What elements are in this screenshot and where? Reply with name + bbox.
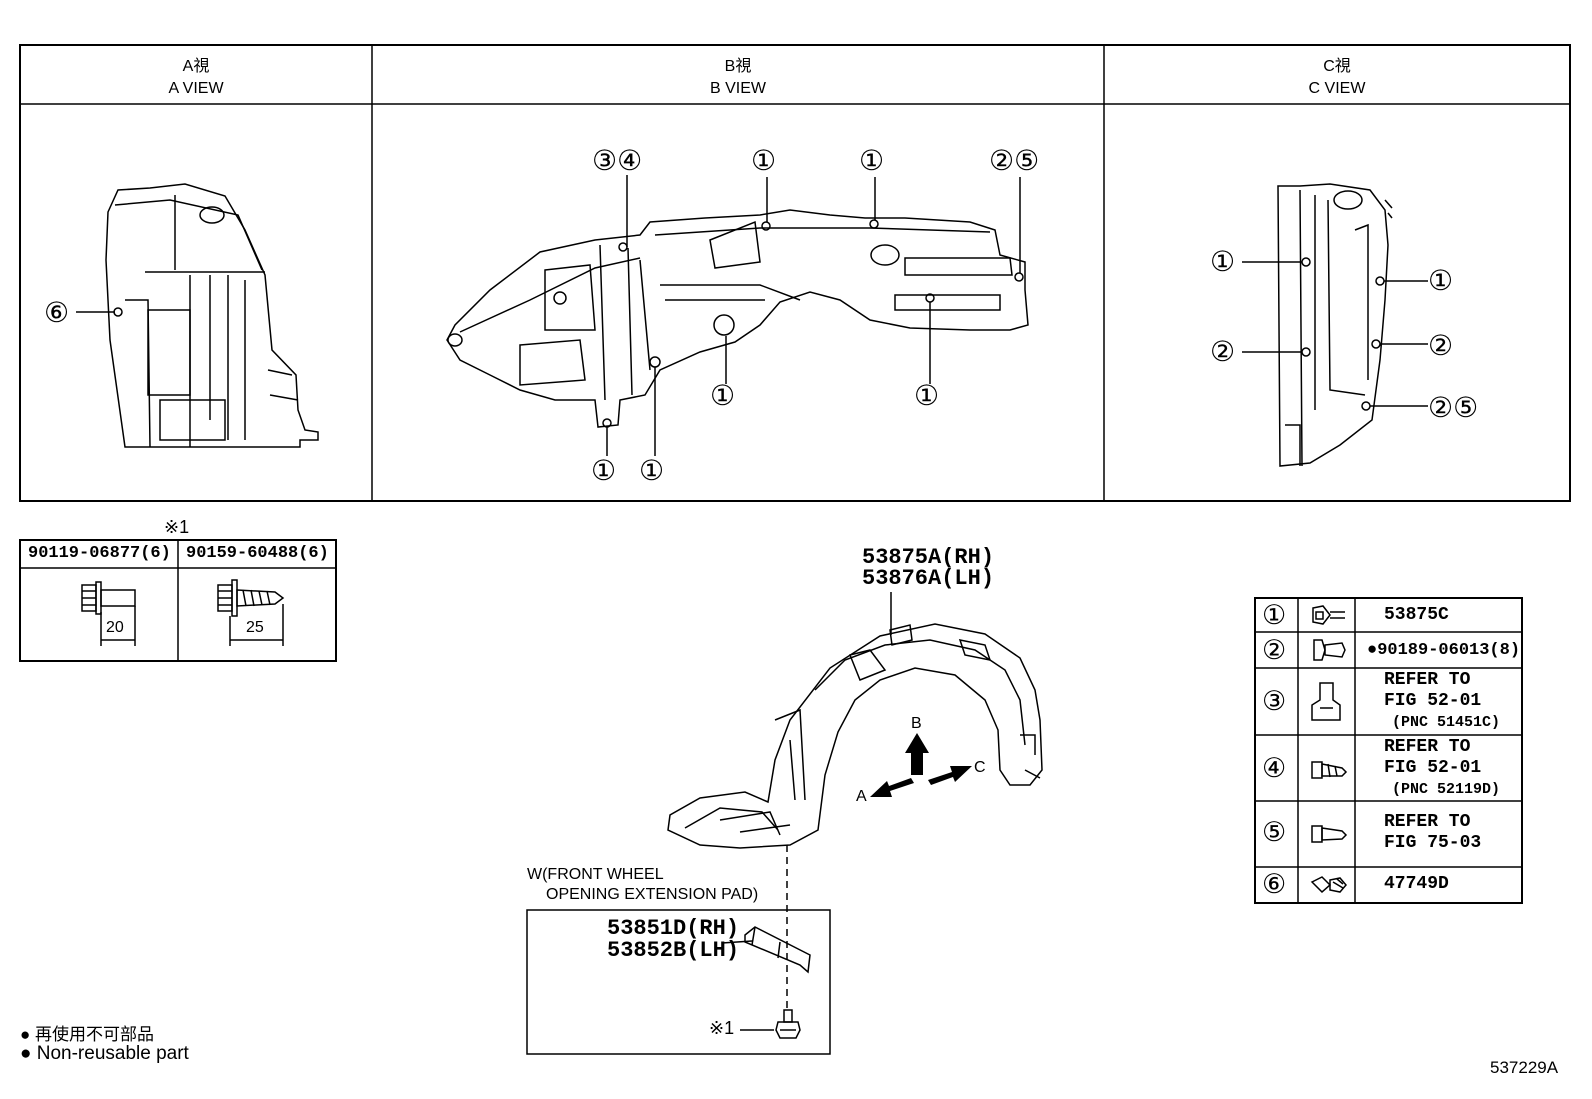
pad-part-lh: 53852B(LH) (607, 938, 740, 963)
pad-bolt-note: ※1 (709, 1018, 735, 1038)
a-view-liner-drawing (105, 183, 319, 448)
legend-text-5-line2: FIG 75-03 (1384, 833, 1482, 853)
legend-num-6: ⑥ (1262, 869, 1287, 899)
pad-label-line2: OPENING EXTENSION PAD) (546, 886, 759, 903)
callout-b-1-mid-b: ① (914, 380, 940, 411)
callout-c-1-left: ① (1210, 246, 1236, 277)
pad-bolt-drawing (775, 1009, 801, 1039)
callout-c-25-right: ②⑤ (1428, 392, 1479, 423)
legend-num-4: ④ (1262, 753, 1287, 783)
b-view-header: B視 B VIEW (372, 56, 1104, 100)
callout-c-2-left: ② (1210, 336, 1236, 367)
legend-text-5-line1: REFER TO (1384, 812, 1471, 832)
main-part-rh: 53875A(RH) (862, 545, 995, 570)
b-view-en-label: B VIEW (709, 80, 766, 97)
legend-text-2: ●90189-06013(8) (1367, 641, 1521, 660)
arrow-c (928, 766, 972, 785)
b-view-liner-drawing (446, 209, 1029, 428)
b-view-holes (602, 219, 1024, 428)
fastener-part-2: 90159-60488(6) (186, 544, 329, 563)
callout-b-1-mid-a: ① (710, 380, 736, 411)
c-view-en-label: C VIEW (1308, 80, 1366, 97)
c-view-header: C視 C VIEW (1104, 56, 1570, 100)
c-view-leaders (1242, 261, 1428, 407)
callout-b-1-top-b: ① (859, 145, 885, 176)
footnote-jp: ● 再使用不可部品 (20, 1025, 154, 1044)
fastener-dim-1: 20 (106, 619, 124, 636)
push-clip-icon (1313, 639, 1346, 661)
callout-c-2-right: ② (1428, 330, 1454, 361)
extension-pad-drawing (744, 926, 811, 974)
tapping-screw-drawing (217, 579, 285, 646)
b-view-jp-label: B視 (724, 58, 752, 75)
legend-text-4-line3: (PNC 52119D) (1392, 781, 1501, 798)
diagram-id: 537229A (1490, 1058, 1559, 1077)
flange-bolt-drawing (81, 581, 136, 646)
legend-text-4-line2: FIG 52-01 (1384, 758, 1482, 778)
pad-part-rh: 53851D(RH) (607, 916, 740, 941)
arrow-b (905, 733, 929, 775)
callout-b-1-bottom-a: ① (591, 455, 617, 486)
fastener-part-1: 90119-06877(6) (28, 544, 171, 563)
arrow-label-a: A (856, 788, 867, 805)
legend-text-3-line2: FIG 52-01 (1384, 691, 1482, 711)
legend-num-5: ⑤ (1262, 817, 1287, 847)
legend-text-3-line1: REFER TO (1384, 670, 1471, 690)
pad-box (526, 909, 831, 1055)
legend-num-3: ③ (1262, 686, 1287, 716)
screw-icon-5 (1311, 825, 1348, 843)
a-view-header: A視 A VIEW (20, 56, 372, 100)
legend-text-4-line1: REFER TO (1384, 737, 1471, 757)
fastener-table-lines (19, 539, 337, 662)
arrow-label-b: B (911, 715, 922, 732)
c-view-liner-drawing (1277, 183, 1393, 467)
pad-label-leader (721, 940, 753, 944)
callout-c-1-right: ① (1428, 265, 1454, 296)
legend-text-3-line3: (PNC 51451C) (1392, 714, 1501, 731)
screw-icon-4 (1311, 761, 1348, 779)
fastener-note: ※1 (164, 517, 190, 537)
callout-b-1-bottom-b: ① (639, 455, 665, 486)
c-view-jp-label: C視 (1323, 58, 1351, 75)
clip-icon (1312, 605, 1345, 625)
view-arrows (870, 733, 972, 797)
legend-num-1: ① (1262, 600, 1287, 630)
nut-clip-icon (1311, 682, 1341, 721)
main-part-lh: 53876A(LH) (862, 566, 995, 591)
views-frame (19, 44, 1571, 502)
a-view-en-label: A VIEW (168, 80, 224, 97)
callout-b-1-top-a: ① (751, 145, 777, 176)
b-view-leaders (606, 175, 1021, 456)
a-view-jp-label: A視 (182, 58, 210, 75)
arrow-a (870, 778, 914, 797)
fastener-dim-2: 25 (246, 619, 264, 636)
arrow-label-c: C (974, 759, 986, 776)
grommet-icon (1310, 876, 1347, 894)
fender-liner-drawing (667, 623, 1043, 849)
callout-b-25: ②⑤ (989, 145, 1040, 176)
callout-a-6: ⑥ (44, 297, 70, 328)
legend-num-2: ② (1262, 635, 1287, 665)
footnote-en: ● Non-reusable part (20, 1043, 189, 1064)
pad-label-line1: W(FRONT WHEEL (527, 866, 664, 883)
legend-table-lines (1254, 597, 1523, 904)
callout-b-34: ③④ (592, 145, 643, 176)
legend-text-1: 53875C (1384, 605, 1449, 625)
legend-text-6: 47749D (1384, 874, 1449, 894)
